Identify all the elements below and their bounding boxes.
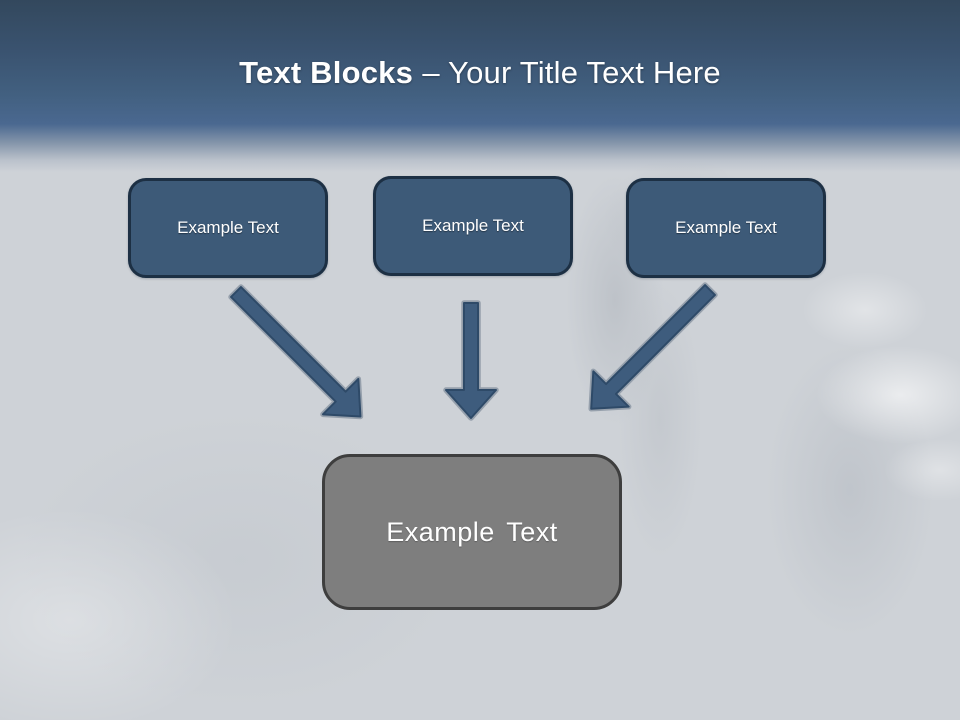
text-block-1-label: Example Text <box>177 218 279 237</box>
down-arrow-icon[interactable] <box>443 300 499 421</box>
result-block[interactable]: Example Text <box>322 454 622 610</box>
text-block-3[interactable]: Example Text <box>626 178 826 278</box>
text-block-1[interactable]: Example Text <box>128 178 328 278</box>
down-right-arrow-icon[interactable] <box>218 274 378 434</box>
text-block-2[interactable]: Example Text <box>373 176 573 276</box>
result-block-label: Example Text <box>386 516 558 547</box>
text-block-3-label: Example Text <box>675 218 777 237</box>
slide-header: Text Blocks– Your Title Text Here <box>0 0 960 172</box>
slide-title[interactable]: Text Blocks– Your Title Text Here <box>0 55 960 90</box>
down-left-arrow-icon[interactable] <box>574 272 728 426</box>
text-block-2-label: Example Text <box>422 216 524 235</box>
slide-title-rest: – Your Title Text Here <box>422 55 721 90</box>
slide-title-bold: Text Blocks <box>239 55 414 90</box>
